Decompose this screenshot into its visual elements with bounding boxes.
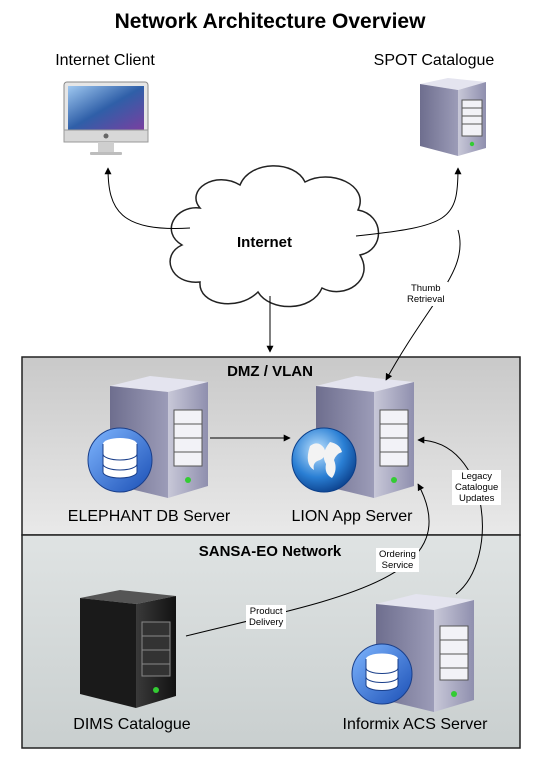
cloud-icon xyxy=(169,165,380,308)
monitor-icon xyxy=(63,81,149,155)
edge-internet-to-spot xyxy=(355,167,462,237)
spot-catalogue-label: SPOT Catalogue xyxy=(373,52,495,69)
ordering-service-label: Ordering Service xyxy=(376,548,419,572)
lion-app-label: LION App Server xyxy=(291,508,413,525)
edge-internet-to-client xyxy=(104,167,191,229)
internet-label: Internet xyxy=(237,234,293,251)
globe-icon xyxy=(291,427,357,493)
elephant-db-label: ELEPHANT DB Server xyxy=(67,508,231,525)
page-title: Network Architecture Overview xyxy=(114,10,426,33)
dmz-zone-title: DMZ / VLAN xyxy=(227,363,313,380)
thumb-retrieval-label: Thumb Retrieval xyxy=(404,282,448,306)
database-icon xyxy=(351,643,413,705)
legacy-updates-label: Legacy Catalogue Updates xyxy=(452,470,502,505)
edge-ordering-service xyxy=(185,483,430,637)
internet-client-label: Internet Client xyxy=(55,52,155,69)
product-delivery-label: Product Delivery xyxy=(246,605,287,629)
server-icon xyxy=(420,78,486,156)
informix-acs-label: Informix ACS Server xyxy=(342,716,488,733)
database-icon xyxy=(87,427,153,493)
black-server-icon xyxy=(80,590,176,708)
dims-catalogue-label: DIMS Catalogue xyxy=(73,716,191,733)
sansa-zone-title: SANSA-EO Network xyxy=(198,543,342,560)
